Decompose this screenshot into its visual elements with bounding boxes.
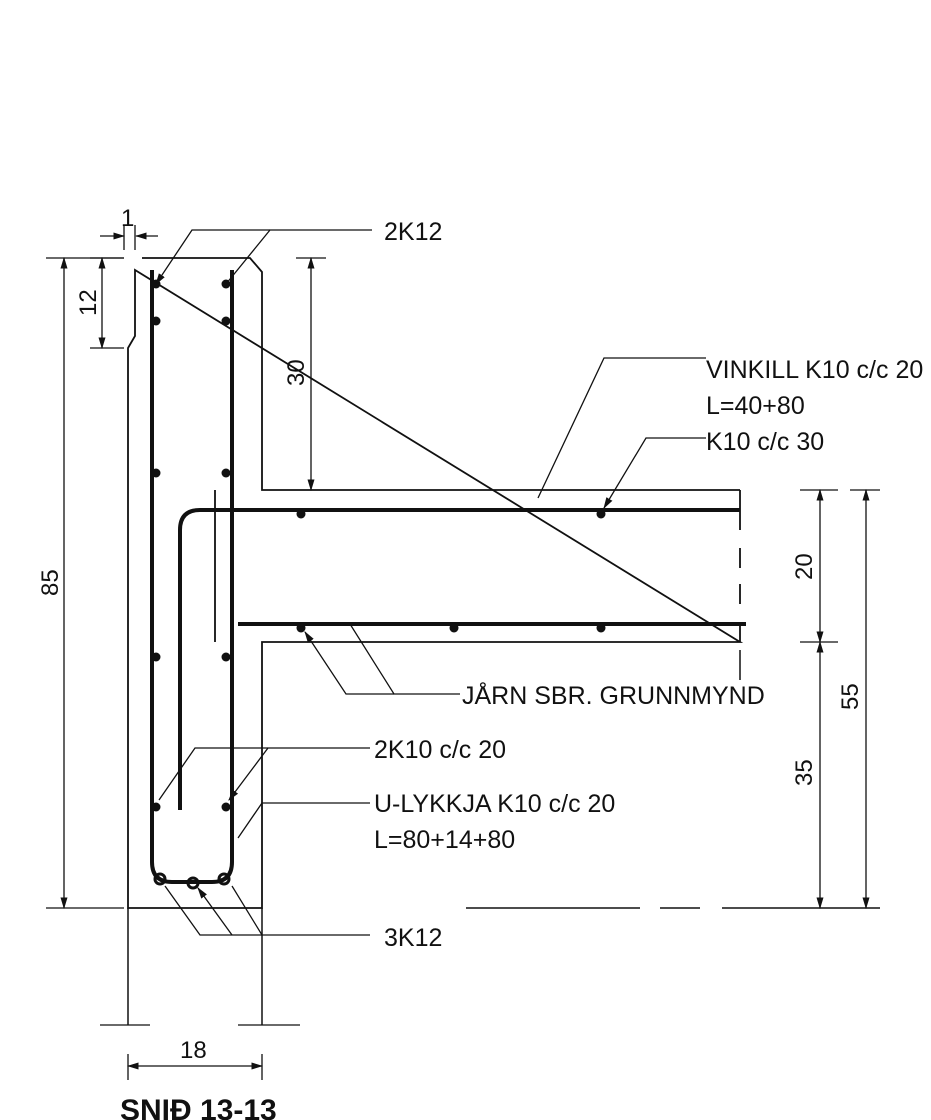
- label-wall-bars: 2K10 c/c 20: [374, 736, 506, 764]
- concrete-outline: [127, 257, 744, 909]
- dim-wall-height: 85: [37, 569, 64, 596]
- section-title: SNIÐ 13-13: [120, 1094, 277, 1120]
- dim-top-to-slab: 30: [283, 359, 310, 386]
- dimension-lines: [46, 225, 880, 1080]
- leader-lines: [155, 229, 706, 936]
- label-top-bars: 2K12: [384, 218, 442, 246]
- label-angle-bars: VINKILL K10 c/c 20: [706, 356, 923, 384]
- label-bottom-bars: 3K12: [384, 924, 442, 952]
- label-u-loop-length: L=80+14+80: [374, 826, 515, 854]
- footing-line: [127, 650, 880, 1025]
- label-slab-bottom-ref: JÅRN SBR. GRUNNMYND: [462, 680, 765, 710]
- u-loop-bar: [150, 270, 234, 884]
- bar-dots: [151, 279, 606, 890]
- dim-slab-thickness: 20: [791, 553, 818, 580]
- dim-wall-width: 18: [180, 1037, 207, 1064]
- dim-cover: 1: [121, 205, 134, 232]
- label-angle-length: L=40+80: [706, 392, 805, 420]
- dim-top-chamfer: 12: [75, 289, 102, 316]
- label-slab-top-bar: K10 c/c 30: [706, 428, 824, 456]
- label-u-loop: U-LYKKJA K10 c/c 20: [374, 790, 615, 818]
- reinforcement: [150, 270, 746, 884]
- angle-bar: [178, 508, 740, 810]
- dim-slab-to-base: 35: [791, 759, 818, 786]
- dim-slab-bottom-height: 55: [837, 683, 864, 710]
